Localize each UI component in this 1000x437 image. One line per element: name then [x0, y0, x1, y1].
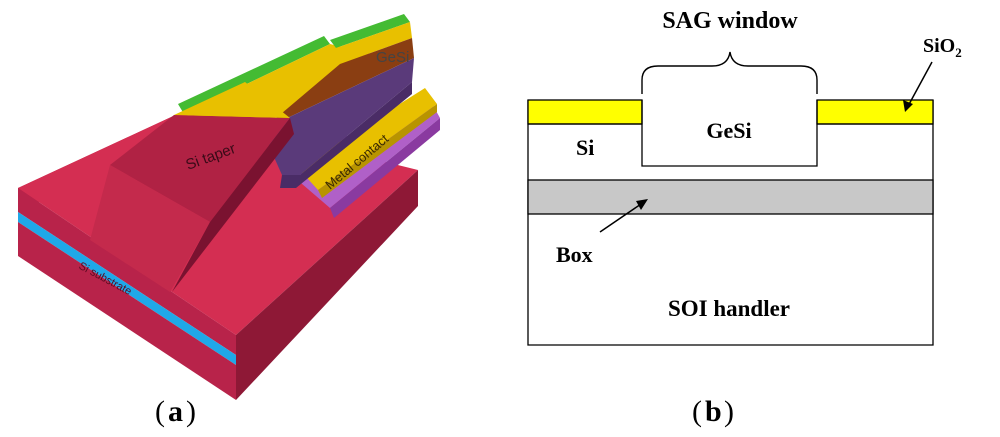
caption-a-letter: a: [168, 395, 183, 428]
substrate-right-side: [236, 170, 418, 400]
substrate-side-lower: [18, 222, 236, 400]
gold-strip-top: [336, 22, 412, 64]
box-arrow-line: [599, 201, 645, 233]
box-layer-b: [527, 179, 934, 215]
gesi-purple-face: [280, 82, 412, 188]
gesi-purple-block: [262, 58, 414, 175]
panel-b-cross-section: [527, 51, 934, 346]
si-label-b: Si: [576, 135, 594, 160]
caption-b-close: ): [724, 395, 734, 428]
sio2-left: [527, 99, 643, 125]
gesi-label-a: GeSi: [376, 49, 409, 66]
box-label: Box: [556, 242, 593, 267]
caption-b-open: (: [692, 395, 702, 428]
wafer-outline: [527, 100, 934, 346]
metal-contact-gold-side: [318, 104, 437, 198]
si-taper-top: [110, 115, 290, 222]
sio2-arrow-head: [903, 100, 913, 112]
sio2-label: SiO2: [923, 35, 962, 60]
box-layer: [18, 212, 236, 365]
substrate-side-upper: [18, 188, 236, 355]
sio2-arrow-line: [906, 61, 933, 109]
caption-a-open: (: [155, 395, 165, 428]
sag-window-label: SAG window: [662, 8, 798, 34]
sio2-right: [816, 99, 934, 125]
brown-strip: [262, 38, 414, 130]
box-arrow-head: [636, 199, 648, 210]
caption-b-letter: b: [705, 395, 722, 428]
metal-contact-side: [330, 118, 440, 218]
green-strip: [178, 36, 330, 114]
si-taper-side-right: [172, 118, 294, 292]
soi-handler-label: SOI handler: [668, 296, 790, 321]
metal-contact-gold: [298, 88, 437, 190]
si-taper-side-left: [90, 165, 210, 292]
caption-a-close: ): [186, 395, 196, 428]
sag-window-bracket: [641, 51, 818, 94]
gesi-well: [641, 100, 818, 167]
panel-a-device: [18, 14, 440, 400]
green-strip-top: [330, 14, 410, 48]
taper-ridge-gold: [174, 82, 290, 118]
gesi-label-b: GeSi: [706, 118, 751, 143]
